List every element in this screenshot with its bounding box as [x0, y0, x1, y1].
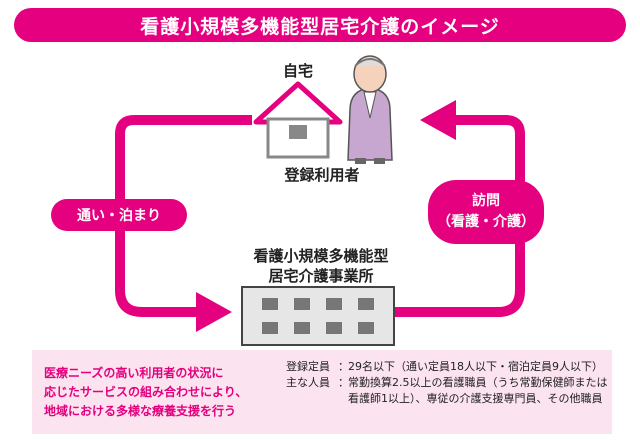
- elderly-person-icon: [347, 55, 393, 164]
- capacity-value: 29名以下（通い定員18人以下・宿泊定員9人以下）: [348, 360, 603, 373]
- day-stay-pill: 通い・泊まり: [51, 199, 187, 231]
- staff-label: 主な人員: [286, 376, 330, 389]
- colon: ：: [338, 376, 349, 389]
- info-box: 医療ニーズの高い利用者の状況に 応じたサービスの組み合わせにより、 地域における…: [32, 350, 612, 434]
- day-stay-label: 通い・泊まり: [77, 208, 161, 224]
- facility-label-line2: 居宅介護事業所: [268, 267, 374, 285]
- home-label: 自宅: [282, 62, 313, 80]
- service-details: 登録定員 ： 29名以下（通い定員18人以下・宿泊定員9人以下） 主な人員 ： …: [286, 359, 608, 407]
- right-arrowhead: [420, 100, 456, 140]
- diagram-title: 看護小規模多機能型居宅介護のイメージ: [14, 8, 626, 42]
- visit-sub-label: （看護・介護）: [437, 214, 535, 230]
- facility-label-line1: 看護小規模多機能型: [253, 247, 389, 265]
- colon: ：: [338, 360, 349, 373]
- left-arrowhead: [196, 292, 232, 332]
- staff-value: 常勤換算2.5以上の看護職員（うち常勤保健師または看護師1以上）、専従の介護支援…: [348, 376, 608, 405]
- capacity-row: 登録定員 ： 29名以下（通い定員18人以下・宿泊定員9人以下）: [286, 359, 608, 375]
- description-line: 地域における多様な療養支援を行う: [44, 404, 237, 418]
- service-description: 医療ニーズの高い利用者の状況に 応じたサービスの組み合わせにより、 地域における…: [44, 364, 284, 421]
- visit-label: 訪問: [472, 193, 500, 209]
- description-line: 応じたサービスの組み合わせにより、: [44, 385, 248, 399]
- facility-building-icon: [241, 286, 395, 346]
- registered-user-label: 登録利用者: [284, 166, 360, 184]
- house-icon: [253, 81, 343, 159]
- visit-pill: 訪問 （看護・介護）: [428, 180, 544, 244]
- facility-label: 看護小規模多機能型 居宅介護事業所: [226, 246, 416, 286]
- staff-row: 主な人員 ： 常勤換算2.5以上の看護職員（うち常勤保健師または看護師1以上）、…: [286, 375, 608, 407]
- capacity-label: 登録定員: [286, 360, 330, 373]
- description-line: 医療ニーズの高い利用者の状況に: [44, 366, 224, 380]
